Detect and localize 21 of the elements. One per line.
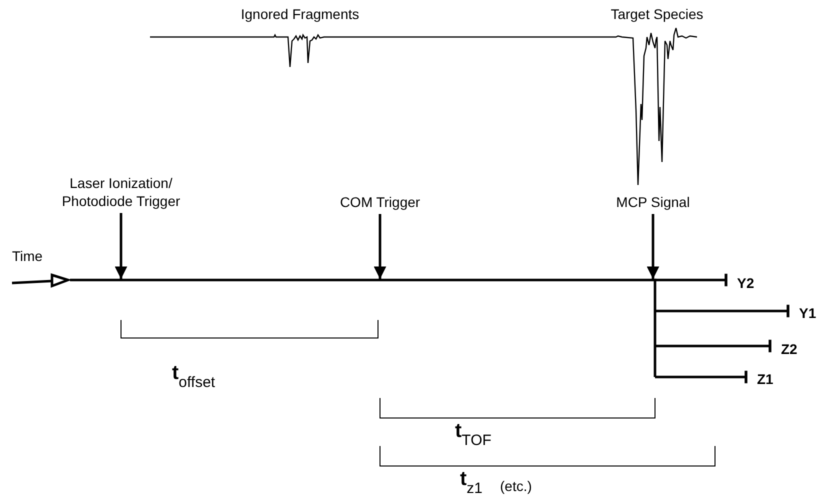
peak-label: Target Species [610, 6, 704, 22]
channel-label: Z2 [768, 340, 798, 358]
channel-line [655, 272, 728, 288]
arrow [646, 214, 660, 279]
interval-label: t$_{z1}$ [460, 468, 483, 497]
channel-line [655, 303, 790, 319]
channel-label: Z1 [744, 370, 774, 388]
axis-label: Time [12, 248, 43, 264]
interval-label: t$_{offset}$ [172, 362, 216, 391]
channel-line [655, 338, 772, 354]
channel-label: Y1 [786, 304, 816, 322]
channel-label: Y2 [724, 274, 754, 292]
event-label: MCP Signal [598, 193, 708, 211]
interval-label: t$_{TOF}$ [455, 420, 492, 449]
channel-line [655, 369, 748, 385]
event-label: Laser Ionization/ Photodiode Trigger [41, 174, 201, 210]
event-label: COM Trigger [325, 193, 435, 211]
peak-label: Ignored Fragments [240, 6, 360, 22]
arrow [114, 213, 128, 279]
arrow [374, 214, 386, 279]
note: (etc.) [500, 478, 532, 494]
